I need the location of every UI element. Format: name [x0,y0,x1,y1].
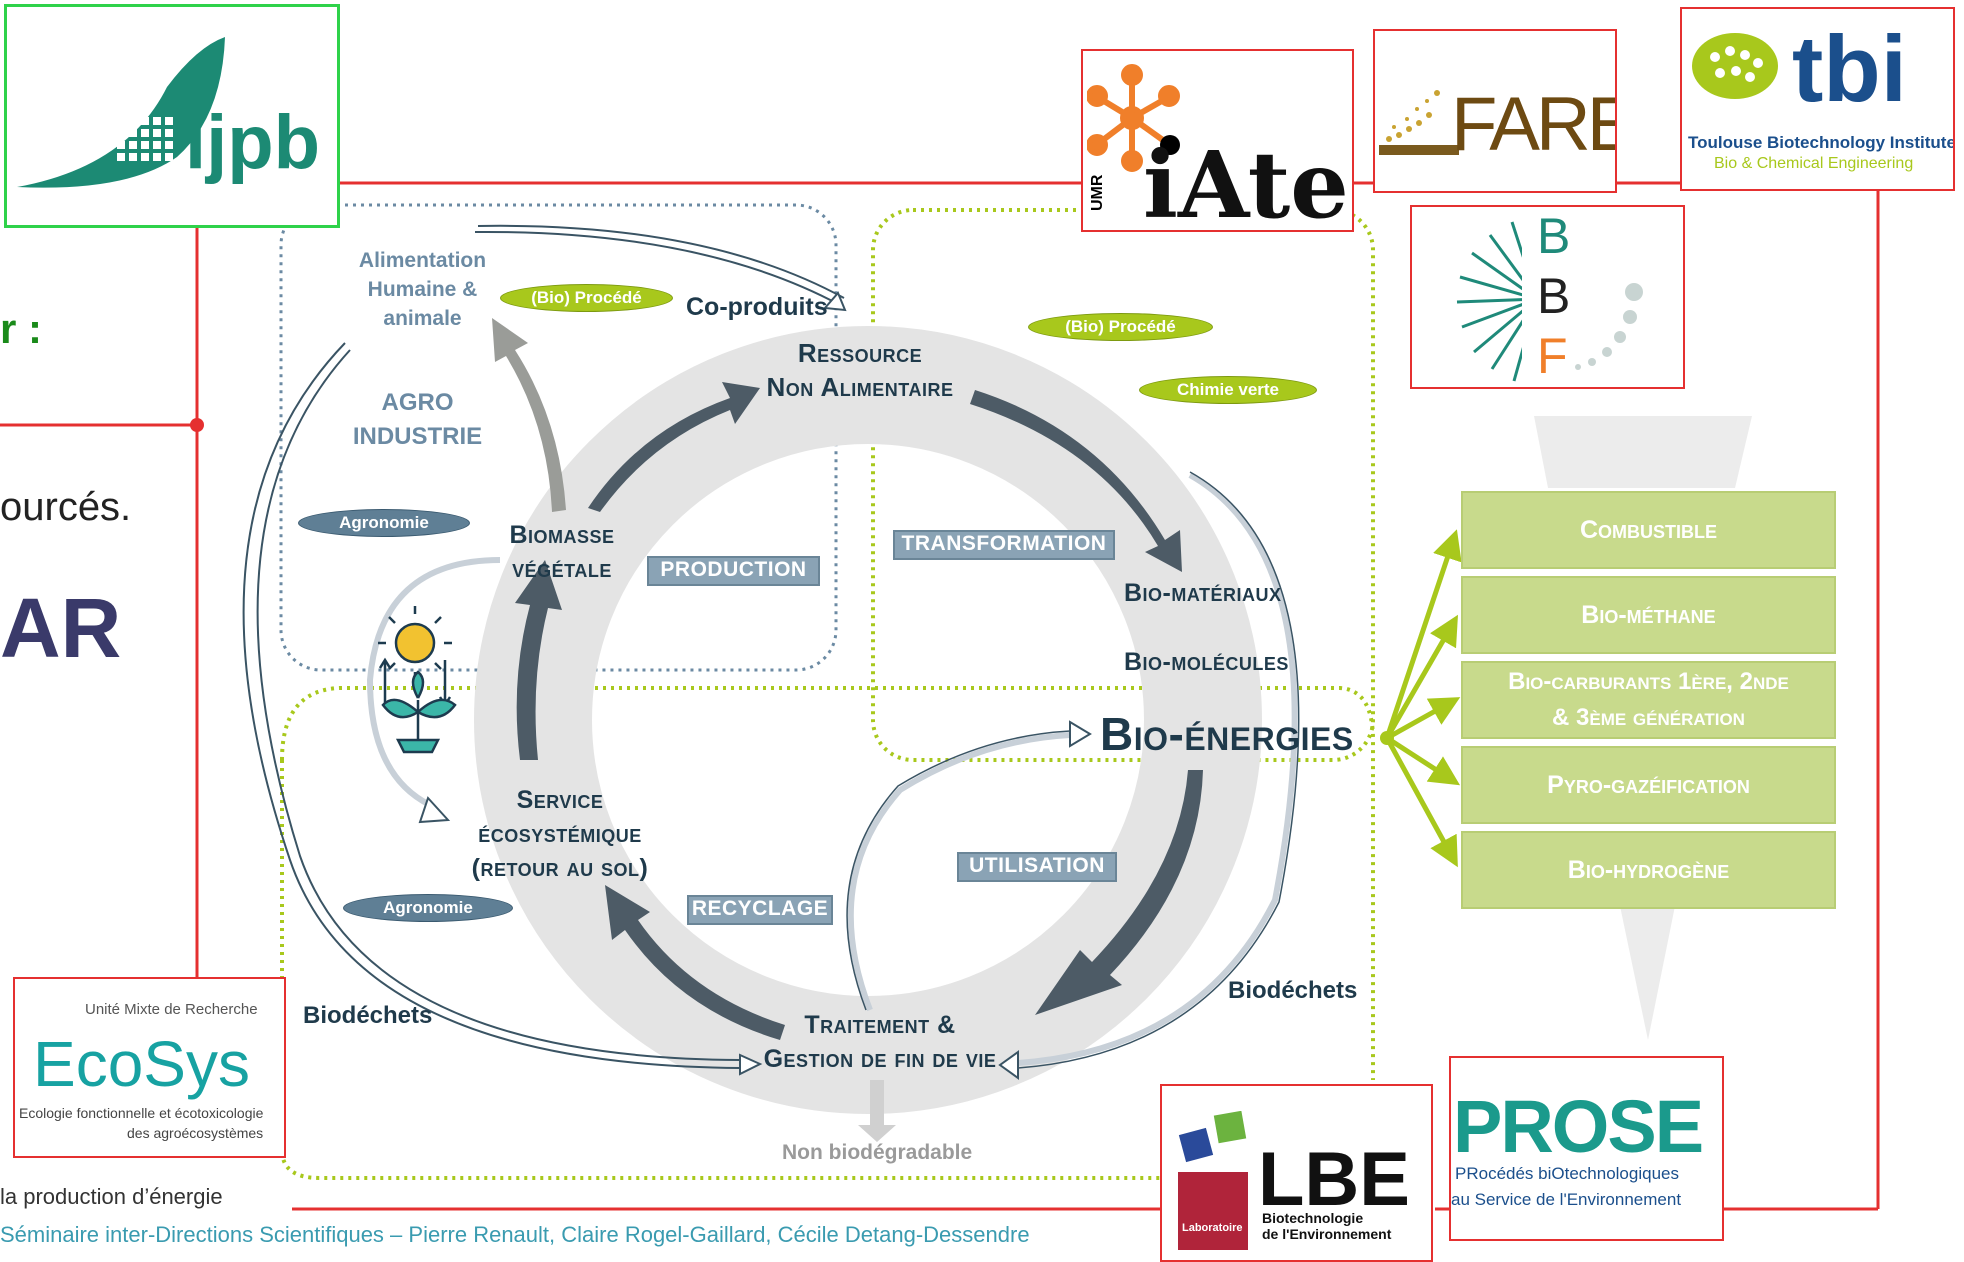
service-node: Service écosystémique (retour au sol) [471,786,649,882]
ecosys-top-label: Unité Mixte de Recherche [85,1001,258,1018]
production-tag: PRODUCTION [647,556,820,586]
agronomie-pill-1: Agronomie [298,509,470,537]
chimie-verte-pill: Chimie verte [1139,376,1317,404]
lbe-wordmark: LBE [1258,1137,1410,1222]
energy-category-combustible: Combustible [1461,491,1836,569]
funnel-bottom [1620,906,1675,1040]
lbe-lab-label: Laboratoire [1182,1222,1243,1234]
energy-category-bio-methane: Bio-méthane [1461,576,1836,654]
ecosys-wordmark: EcoSys [33,1028,250,1100]
lbe-red-square [1178,1172,1248,1250]
biodechets-right-label: Biodéchets [1228,977,1358,1004]
left-partial-text-2: ourcés. [0,485,132,529]
iate-logo: UMR iAte [1081,49,1354,232]
utilisation-loop-arrowhead [1069,720,1092,748]
ijpb-logo: ijpb [4,4,340,228]
energy-category-bio-hydrogene: Bio-hydrogène [1461,831,1836,909]
agro-industrie-label: AGRO INDUSTRIE [352,389,483,450]
lbe-squares-icon [1178,1111,1247,1163]
bbf-letter-1: B [1537,208,1571,264]
lbe-logo: Laboratoire LBE Biotechnologie de l'Envi… [1160,1084,1433,1262]
bioprocede-pill-1: (Bio) Procédé [500,284,673,312]
ijpb-leaf-icon [17,37,225,188]
iate-wordmark: iAte [1143,131,1349,232]
biomasse-node: Biomasse végétale [509,521,615,583]
ecosys-logo: Unité Mixte de Recherche EcoSys Ecologie… [13,977,286,1158]
ecosys-subtitle-2: des agroécosystèmes [127,1125,264,1141]
biodechets-left-label: Biodéchets [303,1002,433,1029]
bioprocede-pill-2: (Bio) Procédé [1028,313,1213,341]
sun-plant-icon [378,606,457,754]
tbi-logo: tbi Toulouse Biotechnology Institute Bio… [1680,7,1955,191]
bio-energies-node: Bio-énergies [1100,708,1354,760]
fare-wordmark: FARE [1451,82,1617,167]
ressource-node: Ressource Non Alimentaire [766,338,954,402]
energy-zone-outline [280,686,1375,1080]
bio-materiaux-node: Bio-matériaux [1124,579,1282,607]
traitement-node: Traitement & Gestion de fin de vie [763,1011,997,1073]
bottom-note: la production d’énergie [0,1184,223,1209]
agronomie-pill-2: Agronomie [343,894,513,922]
fan-origin-dot [1380,731,1394,745]
tbi-wordmark: tbi [1792,16,1907,121]
bbf-logo: B B F [1410,205,1685,389]
bbf-letter-2: B [1537,268,1571,324]
recyclage-tag: RECYCLAGE [687,895,833,925]
fare-logo: FARE [1373,29,1617,193]
tbi-dots-icon [1692,33,1778,99]
fare-dots-icon [1379,90,1459,155]
biodechets-right-arrowhead [998,1050,1019,1080]
footer: Séminaire inter-Directions Scientifiques… [0,1222,1030,1247]
light-flow-edges [846,471,1300,1069]
energy-category-bio-carburants: Bio-carburants 1ère, 2nde & 3ème générat… [1461,661,1836,739]
bbf-letter-3: F [1537,328,1568,384]
tbi-subtitle-1: Toulouse Biotechnology Institute [1688,133,1955,152]
frame-node-dot [190,418,204,432]
energy-fan-arrows [1384,529,1462,868]
coproduits-arrowhead [822,291,847,312]
left-partial-text-3: AR [0,581,122,675]
bbf-fan-icon [1456,207,1643,387]
tbi-subtitle-2: Bio & Chemical Engineering [1714,155,1914,172]
funnel-top [1534,416,1752,488]
ijpb-wordmark: ijpb [185,100,321,185]
flow-lines [242,224,845,1069]
iate-molecule-icon [1087,64,1180,172]
prose-subtitle-1: PRocédés biOtechnologiques [1455,1164,1679,1183]
non-biodegradable-label: Non biodégradable [782,1141,973,1164]
prose-wordmark: PROSE [1453,1085,1704,1168]
ecosys-subtitle-1: Ecologie fonctionnelle et écotoxicologie [19,1105,264,1121]
coproduits-label: Co-produits [686,293,828,321]
left-partial-text-1: r : [0,305,42,352]
bio-molecules-node: Bio-molécules [1124,648,1289,676]
prose-logo: PROSE PRocédés biOtechnologiques au Serv… [1449,1056,1724,1241]
lbe-subtitle-1: Biotechnologie [1262,1210,1364,1226]
energy-category-pyro-gazeification: Pyro-gazéification [1461,746,1836,824]
alimentation-arrow [492,318,566,512]
service-arrowhead [418,796,451,824]
prose-subtitle-2: au Service de l'Environnement [1451,1190,1682,1209]
iate-umr-label: UMR [1089,174,1106,211]
utilisation-tag: UTILISATION [957,852,1117,882]
non-biodegradable-arrow [858,1080,896,1142]
biodechets-left-arrowhead [739,1053,763,1076]
lbe-subtitle-2: de l'Environnement [1262,1226,1392,1242]
cycle-arrows [515,382,1203,1040]
alimentation-label: Alimentation Humaine & animale [358,249,487,330]
transformation-tag: TRANSFORMATION [893,530,1115,560]
light-flow-lines [366,472,1298,1066]
